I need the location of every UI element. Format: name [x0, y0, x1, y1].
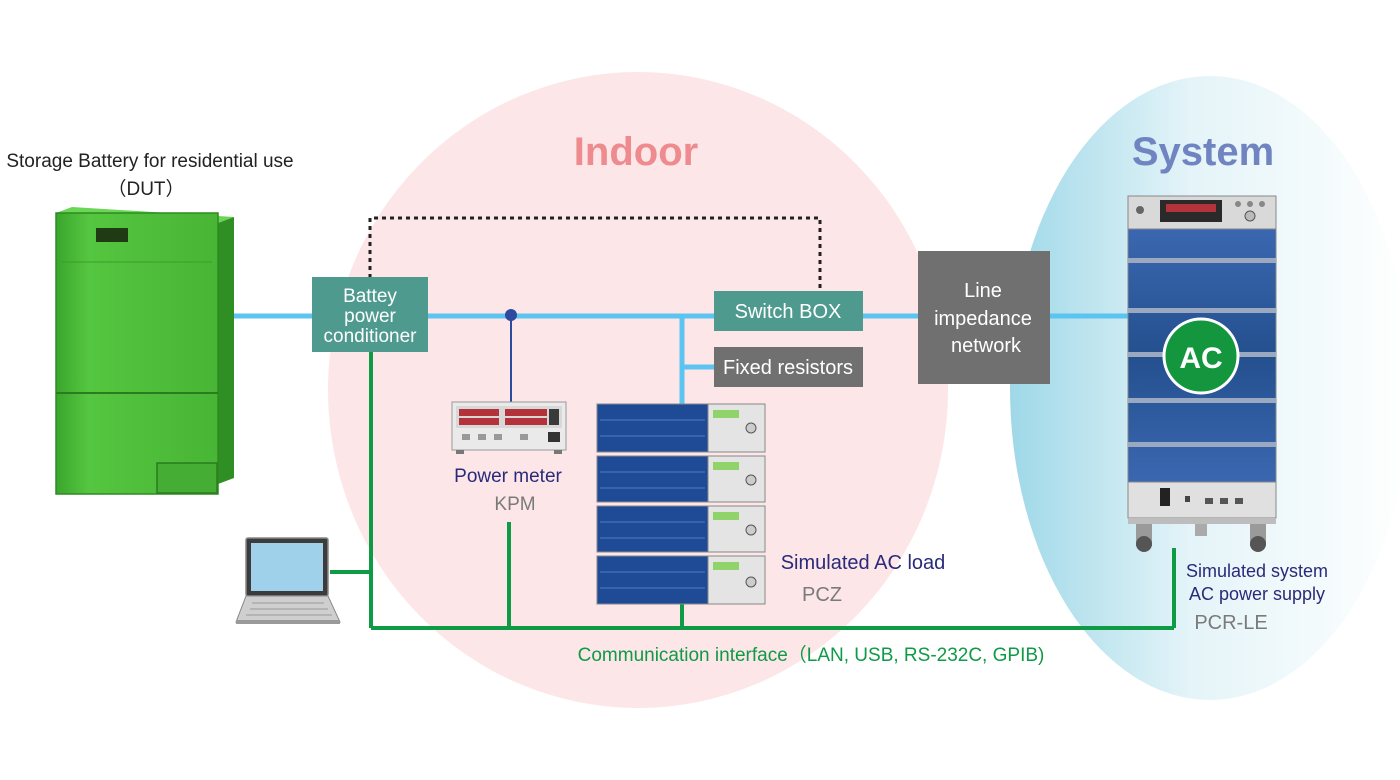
ac-load-model: PCZ [802, 584, 842, 606]
svg-text:power: power [344, 306, 396, 327]
switch-box: Switch BOX [714, 291, 863, 331]
communication-interface-label: Communication interface（LAN, USB, RS-232… [578, 644, 1045, 666]
storage-battery-icon [55, 207, 234, 495]
ac-load-stack-icon [596, 403, 766, 605]
svg-text:Line: Line [964, 280, 1002, 302]
power-meter-icon [451, 401, 567, 454]
power-lines [234, 313, 1128, 406]
ac-supply-model: PCR-LE [1194, 612, 1267, 634]
system-title: System [1132, 130, 1274, 174]
svg-text:Battey: Battey [343, 286, 397, 307]
ac-badge-text: AC [1179, 342, 1222, 375]
ac-load-label: Simulated AC load [781, 552, 946, 574]
meter-tap-node [505, 309, 517, 321]
indoor-region [328, 72, 948, 708]
fixed-resistors-box: Fixed resistors [714, 347, 863, 387]
svg-text:impedance: impedance [934, 308, 1032, 330]
ac-supply-label-line1: Simulated system [1186, 561, 1328, 581]
power-conditioner-box: Battey power conditioner [312, 277, 428, 352]
power-meter-label: Power meter [454, 466, 562, 487]
svg-text:Fixed resistors: Fixed resistors [723, 357, 853, 379]
ac-supply-label-line2: AC power supply [1189, 584, 1325, 604]
ac-power-supply-icon [1127, 195, 1277, 552]
svg-text:Switch BOX: Switch BOX [735, 301, 842, 323]
dut-sublabel: （DUT） [107, 178, 184, 200]
control-dotted-line [368, 216, 822, 290]
laptop-icon [235, 537, 341, 624]
svg-text:network: network [951, 335, 1022, 357]
svg-text:conditioner: conditioner [324, 326, 418, 347]
dut-label: Storage Battery for residential use [6, 151, 293, 172]
indoor-title: Indoor [574, 130, 698, 174]
communication-bus [330, 352, 1176, 630]
line-impedance-network-box: Line impedance network [918, 251, 1050, 384]
power-meter-model: KPM [494, 494, 535, 515]
